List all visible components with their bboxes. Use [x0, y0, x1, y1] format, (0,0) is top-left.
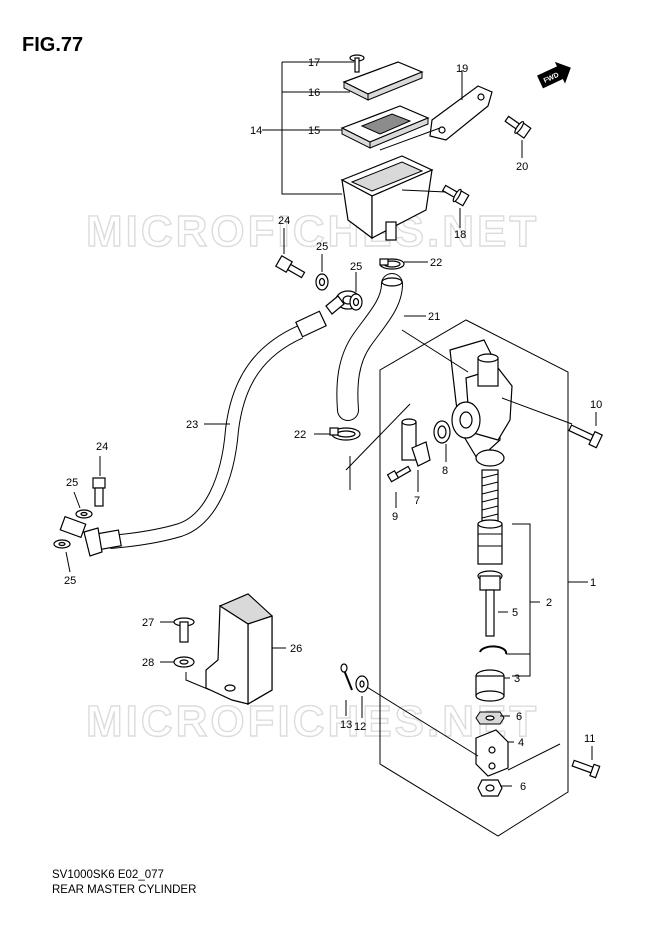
- cotter-pin: [340, 663, 353, 691]
- clevis-pin: [571, 759, 601, 779]
- callout-7: 7: [414, 495, 420, 507]
- callout-3: 3: [514, 673, 520, 685]
- callout-25-c: 25: [66, 477, 78, 489]
- connector-screw: [386, 465, 412, 483]
- connector-o-ring: [433, 420, 451, 444]
- callout-25-a: 25: [316, 241, 328, 253]
- push-rod: [477, 570, 503, 637]
- callout-13: 13: [340, 719, 352, 731]
- hose-clamp-lower: [329, 427, 361, 441]
- callout-4: 4: [518, 737, 524, 749]
- return-spring: [481, 469, 499, 525]
- guard-screw: [173, 617, 195, 643]
- figure-number: FIG.77: [22, 34, 84, 56]
- model-code: SV1000SK6 E02_077: [52, 869, 164, 881]
- reservoir-bracket: [429, 85, 493, 141]
- dust-boot: [475, 669, 505, 702]
- callout-8: 8: [442, 465, 448, 477]
- reservoir-connector: [401, 418, 431, 467]
- reservoir-cap: [342, 61, 424, 101]
- callout-6-upper: 6: [516, 711, 522, 723]
- figure-name: REAR MASTER CYLINDER: [52, 884, 197, 896]
- guard-washer: [173, 656, 195, 668]
- hose-banjo-fitting-lower: [59, 515, 103, 557]
- callout-25-b: 25: [350, 261, 362, 273]
- reservoir-mounting-bolt: [441, 184, 470, 207]
- forward-direction-arrow: FWD: [537, 61, 571, 89]
- circlip: [479, 645, 508, 655]
- bracket-14: [281, 62, 342, 195]
- callout-11: 11: [584, 733, 595, 745]
- callout-22-upper: 22: [430, 257, 442, 269]
- callout-24-lower: 24: [96, 441, 108, 453]
- callout-14: 14: [250, 125, 262, 137]
- callout-19: 19: [456, 63, 468, 75]
- callout-18: 18: [454, 229, 466, 241]
- master-cylinder-guard: [205, 593, 273, 706]
- callout-1: 1: [590, 577, 596, 589]
- lock-nut-upper: [475, 711, 505, 725]
- callout-23: 23: [186, 419, 198, 431]
- bracket-bolt: [504, 115, 532, 139]
- callout-27: 27: [142, 617, 154, 629]
- callout-9: 9: [392, 511, 398, 523]
- callout-26: 26: [290, 643, 302, 655]
- bracket-2: [512, 523, 531, 677]
- pin-washer: [355, 675, 369, 693]
- brake-hose: [94, 310, 327, 551]
- callout-20: 20: [516, 161, 528, 173]
- callout-22-lower: 22: [294, 429, 306, 441]
- callout-10: 10: [590, 399, 602, 411]
- mounting-bolt-10: [568, 424, 604, 449]
- callout-6-lower: 6: [520, 781, 526, 793]
- callout-2: 2: [546, 597, 552, 609]
- reservoir-cap-screw: [349, 54, 365, 73]
- union-bolt-lower: [92, 477, 106, 507]
- rod-clevis: [475, 729, 509, 777]
- gasket-washer-c: [75, 509, 93, 519]
- master-cylinder-body: [449, 339, 513, 467]
- callout-21: 21: [428, 311, 440, 323]
- reservoir-diaphragm: [340, 105, 430, 149]
- union-bolt-upper: [274, 254, 306, 279]
- gasket-washer-a: [315, 273, 329, 291]
- reservoir-hose: [336, 273, 403, 421]
- callout-17: 17: [308, 57, 320, 69]
- watermark-bottom: MICROFICHES.NET: [86, 697, 539, 746]
- callout-28: 28: [142, 657, 154, 669]
- gasket-washer-d: [53, 539, 71, 549]
- lock-nut-lower: [477, 779, 503, 797]
- gasket-washer-b: [349, 293, 363, 311]
- callout-25-d: 25: [64, 575, 76, 587]
- brake-fluid-reservoir: [340, 155, 434, 241]
- watermark-top: MICROFICHES.NET: [86, 207, 539, 256]
- callout-15: 15: [308, 125, 320, 137]
- hose-clamp-upper: [379, 258, 405, 270]
- callout-24-upper: 24: [278, 215, 290, 227]
- piston-set: [477, 519, 503, 565]
- master-cylinder-assembly-outline: [379, 319, 569, 837]
- callout-5: 5: [512, 607, 518, 619]
- callout-16: 16: [308, 87, 320, 99]
- callout-12: 12: [354, 721, 366, 733]
